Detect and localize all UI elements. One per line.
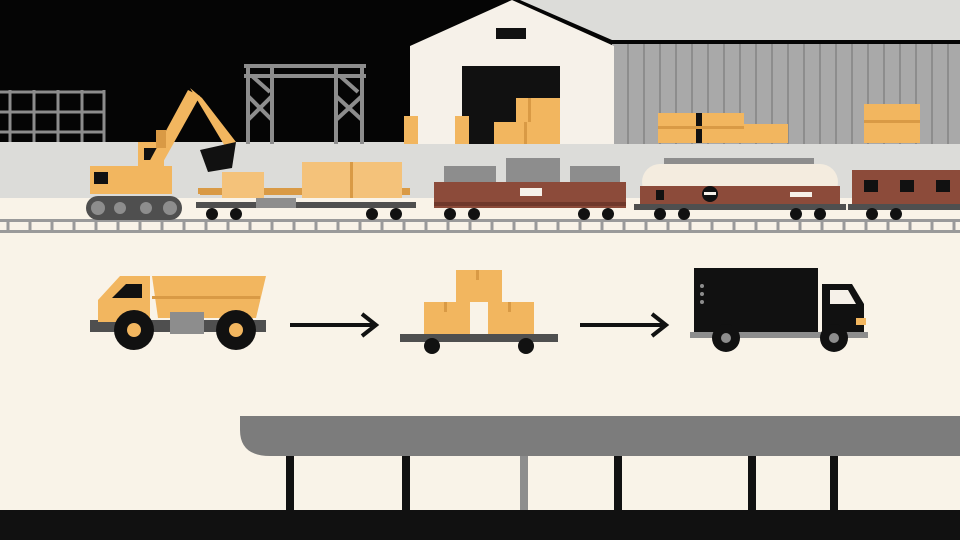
warehouse — [404, 0, 614, 144]
scaffold — [0, 90, 106, 142]
cart-with-boxes — [400, 270, 558, 354]
warehouse-sign — [496, 28, 526, 39]
boxcar — [434, 158, 626, 220]
pallet-stack — [658, 104, 920, 143]
station-canopy — [240, 416, 960, 510]
tank-car — [634, 158, 846, 220]
gantry-frame — [244, 64, 366, 144]
bottom-strip — [0, 510, 960, 540]
dump-truck — [90, 276, 266, 350]
arrow-2 — [580, 312, 670, 338]
rail-track — [0, 219, 960, 233]
box-truck — [690, 268, 868, 352]
excavator — [86, 88, 236, 220]
arrow-1 — [290, 312, 380, 338]
caboose — [848, 170, 960, 220]
flatcar — [196, 162, 416, 220]
